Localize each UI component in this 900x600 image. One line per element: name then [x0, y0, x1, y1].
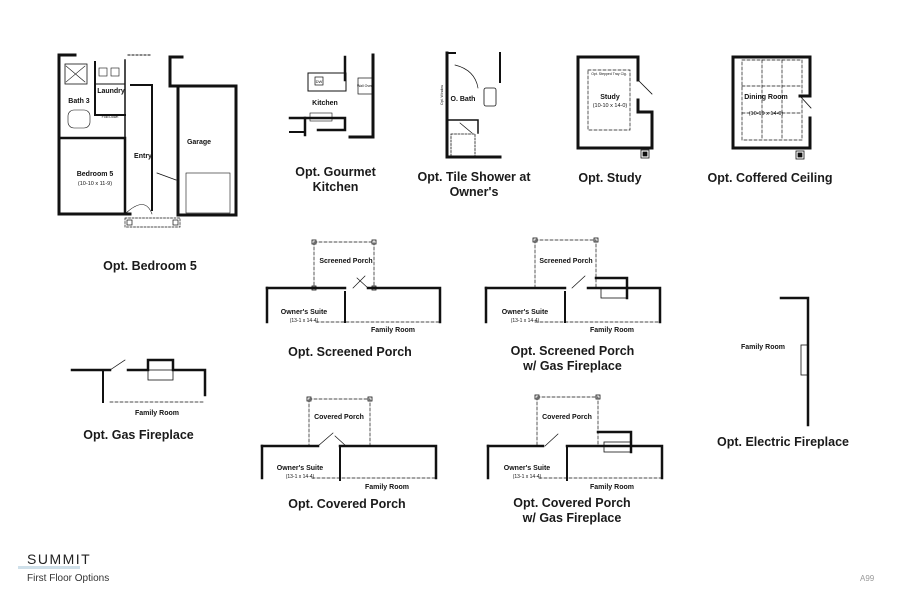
owners-suite-covered-gas-label: Owner's Suite [504, 465, 551, 472]
brand-title: SUMMIT [27, 551, 92, 567]
caption-study: Opt. Study [578, 171, 642, 185]
caption-electric-fireplace: Opt. Electric Fireplace [717, 435, 849, 449]
screened-porch-gas-plan [484, 237, 662, 324]
dining-dim: (10-10 x 14-0) [749, 111, 784, 117]
screened-porch-plan [265, 239, 442, 324]
family-room-fireplace-label: Family Room [135, 410, 179, 417]
opt-tray-label: Opt. Stepped Tray Clg. [591, 72, 627, 76]
wall-oven-label: Wall Oven [357, 84, 373, 88]
caption-screened-porch: Opt. Screened Porch [288, 345, 412, 359]
screened-porch-gas-label: Screened Porch [539, 258, 592, 265]
sheet-subtitle: First Floor Options [27, 573, 110, 584]
caption-covered-porch: Opt. Covered Porch [288, 497, 406, 511]
fold-down-label: Fold Down [102, 115, 119, 119]
bedroom5-dim: (10-10 x 11-9) [78, 181, 112, 187]
caption-bedroom5: Opt. Bedroom 5 [103, 259, 197, 273]
family-room-label: Family Room [371, 327, 415, 334]
study-dim: (10-10 x 14-0) [593, 103, 628, 109]
covered-porch-gas-plan [486, 394, 664, 481]
covered-porch-gas-label: Covered Porch [542, 414, 592, 421]
owners-suite-gas-dim: (13-1 x 14-4) [511, 318, 540, 324]
brand-underline [18, 566, 80, 569]
caption-tile-shower: Opt. Tile Shower at Owner's [417, 170, 531, 199]
caption-coffered-ceiling: Opt. Coffered Ceiling [707, 171, 833, 185]
opt-window-label: Opt. Window [440, 85, 444, 106]
caption-gas-fireplace: Opt. Gas Fireplace [83, 428, 194, 442]
dw-label: DW [316, 79, 323, 84]
kitchen-label: Kitchen [312, 100, 338, 107]
covered-porch-label: Covered Porch [314, 414, 364, 421]
owners-suite-covered-gas-dim: (13-1 x 14-4) [513, 474, 542, 480]
bath3-label: Bath 3 [68, 98, 90, 105]
o-bath-label: O. Bath [451, 96, 476, 103]
tile-shower-plan [445, 51, 502, 159]
family-room-covered-gas-label: Family Room [590, 484, 634, 491]
laundry-label: Laundry [97, 88, 125, 95]
screened-porch-label: Screened Porch [319, 258, 372, 265]
family-room-covered-label: Family Room [365, 484, 409, 491]
bedroom5-plan [57, 53, 238, 228]
electric-fireplace-plan [779, 296, 810, 427]
bedroom5-label: Bedroom 5 [77, 171, 114, 178]
owners-suite-covered-dim: (13-1 x 14-4) [286, 474, 315, 480]
owners-suite-dim: (13-1 x 14-4) [290, 318, 319, 324]
study-plan [576, 55, 654, 159]
family-room-electric-label: Family Room [741, 344, 785, 351]
family-room-gas-label: Family Room [590, 327, 634, 334]
garage-label: Garage [187, 139, 211, 146]
caption-screened-porch-gas: Opt. Screened Porch w/ Gas Fireplace [510, 344, 635, 373]
entry-label: Entry [134, 153, 152, 160]
caption-covered-porch-gas: Opt. Covered Porch w/ Gas Fireplace [513, 496, 631, 525]
study-label: Study [600, 94, 620, 101]
page-number: A99 [860, 574, 875, 583]
coffered-plan [731, 55, 812, 160]
gourmet-kitchen-plan [288, 53, 375, 139]
owners-suite-covered-label: Owner's Suite [277, 465, 324, 472]
caption-gourmet-kitchen: Opt. Gourmet Kitchen [295, 165, 376, 194]
covered-porch-plan [260, 396, 438, 481]
dining-room-label: Dining Room [744, 94, 788, 101]
owners-suite-gas-label: Owner's Suite [502, 309, 549, 316]
owners-suite-label: Owner's Suite [281, 309, 328, 316]
gas-fireplace-plan [70, 358, 207, 403]
